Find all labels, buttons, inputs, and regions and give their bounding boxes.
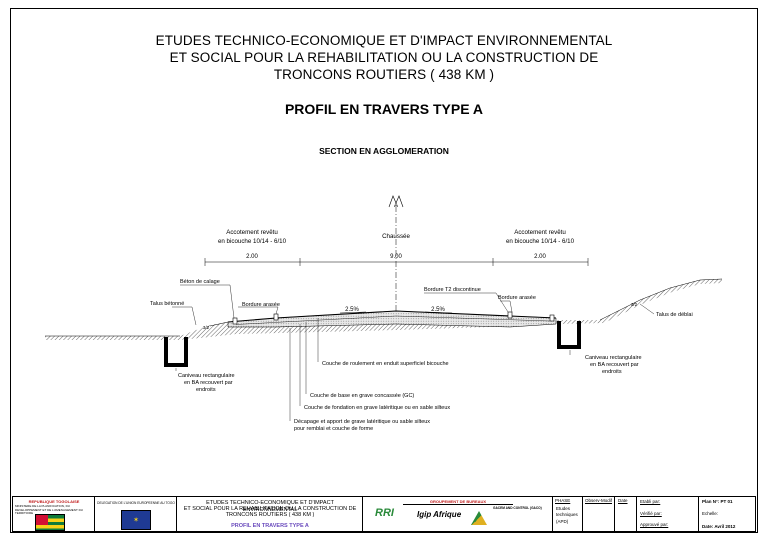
echelle-label: Echelle: bbox=[702, 511, 719, 516]
phase-line-2: techniques bbox=[556, 512, 578, 517]
cartouche-phase: PHASE Etudes techniques (APD) bbox=[553, 497, 583, 533]
republic-label: REPUBLIQUE TOGOLAISE bbox=[28, 499, 80, 504]
slope-left-label: 2.5% bbox=[345, 307, 359, 313]
left-ditch bbox=[164, 337, 188, 367]
cartouche-drawing-name: PROFIL EN TRAVERS TYPE A bbox=[231, 523, 309, 529]
sheet-frame bbox=[10, 8, 758, 533]
cartouche-togo: REPUBLIQUE TOGOLAISE MINISTERE DE LA PLA… bbox=[13, 497, 95, 533]
left-shoulder-label-1: Accotement revêtu bbox=[226, 229, 278, 236]
bordure-left-label: Bordure arasée bbox=[242, 302, 280, 308]
layer-roulement-label: Couche de roulement en enduit superficie… bbox=[322, 361, 449, 367]
beton-calage-label: Béton de calage bbox=[180, 279, 220, 285]
cartouche-plan: Plan N°: PT 01 Echelle: Date: Avril 2012 bbox=[699, 497, 755, 531]
right-shoulder-label-1: Accotement revêtu bbox=[514, 229, 566, 236]
phase-label: PHASE bbox=[555, 498, 571, 503]
plan-number: Plan N°: PT 01 bbox=[702, 499, 733, 504]
ditch-left-label-2: en BA recouvert par bbox=[184, 380, 233, 386]
title-line-1: ETUDES TECHNICO-ECONOMIQUE ET D'IMPACT E… bbox=[155, 33, 613, 48]
etabli-label: Etabli par: bbox=[640, 499, 661, 504]
title-line-3: TRONCONS ROUTIERS ( 438 KM ) bbox=[273, 67, 495, 82]
carriageway-width: 9.00 bbox=[390, 254, 402, 260]
cartouche-date-col: Date bbox=[615, 497, 637, 533]
ditch-left-label-3: endroits bbox=[196, 387, 216, 393]
right-shoulder-width: 2.00 bbox=[534, 254, 546, 260]
layer-decapage-label-1: Décapage et apport de grave latéritique … bbox=[294, 419, 430, 425]
talus-betonne-label: Talus bétonné bbox=[150, 301, 184, 307]
left-shoulder-width: 2.00 bbox=[246, 254, 258, 260]
cartouche-eu: DELEGATION DE L'UNION EUROPEENNE AU TOGO… bbox=[95, 497, 177, 533]
verifie-label: Vérifié par: bbox=[640, 511, 662, 516]
firm3-label: GACEM AND CONTROL (GACO) bbox=[493, 506, 542, 510]
title-line-2: ET SOCIAL POUR LA REHABILITATION OU LA C… bbox=[169, 50, 599, 65]
carriageway-label: Chaussée bbox=[382, 233, 410, 240]
right-shoulder-label-2: en bicouche 10/14 - 6/10 bbox=[506, 238, 575, 245]
eu-flag-icon: ✶ bbox=[121, 510, 151, 530]
phase-line-3: (APD) bbox=[556, 519, 569, 524]
bordure-t2-label: Bordure T2 discontinue bbox=[424, 287, 481, 293]
ministry-label: MINISTERE DE LA PLANIFICATION, DU DEVELO… bbox=[15, 504, 83, 515]
phase-line-1: Etudes bbox=[556, 506, 571, 511]
ditch-left-label-1: Caniveau rectangulaire bbox=[178, 373, 235, 379]
section-label: SECTION EN AGGLOMERATION bbox=[319, 146, 449, 156]
ditch-right-label-3: endroits bbox=[602, 369, 622, 375]
cartouche-observ: Observ-Modif bbox=[583, 497, 615, 533]
cartouche-signatures: Etabli par: Vérifié par: Approuvé par: bbox=[637, 497, 699, 533]
observ-label: Observ-Modif bbox=[585, 498, 613, 503]
approuve-label: Approuvé par: bbox=[640, 522, 669, 527]
pavement-structure: 2.5% 2.5% 3/2 3/2 bbox=[203, 302, 638, 330]
talus-deblai-label: Talus de déblai bbox=[656, 312, 693, 318]
bordure-right-label: Bordure arasée bbox=[498, 295, 536, 301]
cartouche-consultants: GROUPEMENT DE BUREAUX RRI Igip Afrique G… bbox=[363, 497, 553, 533]
left-shoulder-label-2: en bicouche 10/14 - 6/10 bbox=[218, 238, 287, 245]
layer-decapage-label-2: pour remblai et couche de forme bbox=[294, 426, 373, 432]
title-block: REPUBLIQUE TOGOLAISE MINISTERE DE LA PLA… bbox=[12, 496, 756, 533]
group-label: GROUPEMENT DE BUREAUX bbox=[403, 499, 513, 505]
cartouche-project: ETUDES TECHNICO-ECONOMIQUE ET D'IMPACT E… bbox=[177, 497, 363, 533]
dimension-line: 2.00 9.00 2.00 bbox=[204, 254, 589, 266]
right-ditch bbox=[557, 321, 581, 349]
layer-fondation-label: Couche de fondation en grave latéritique… bbox=[304, 405, 450, 411]
gaco-logo-icon bbox=[471, 511, 487, 525]
togo-flag-icon bbox=[35, 514, 65, 531]
right-slope-ratio: 3/2 bbox=[631, 302, 638, 307]
drawing-subtitle: PROFIL EN TRAVERS TYPE A bbox=[284, 101, 484, 117]
ground-profile bbox=[45, 278, 723, 340]
left-slope-ratio: 3/2 bbox=[203, 325, 210, 330]
slope-right-label: 2.5% bbox=[431, 307, 445, 313]
date-value: Date: Avril 2012 bbox=[702, 524, 736, 529]
ditch-right-label-1: Caniveau rectangulaire bbox=[585, 355, 642, 361]
igip-logo-icon: Igip Afrique bbox=[417, 510, 462, 519]
axis-label: A bbox=[394, 203, 398, 209]
project-line-1: ETUDES TECHNICO-ECONOMIQUE ET D'IMPACT E… bbox=[206, 500, 334, 513]
date-col-label: Date bbox=[618, 498, 628, 503]
project-line-3: TRONCONS ROUTIERS ( 438 KM ) bbox=[225, 512, 315, 518]
eu-label: DELEGATION DE L'UNION EUROPEENNE AU TOGO bbox=[97, 501, 175, 505]
layer-base-label: Couche de base en grave concassée (GC) bbox=[310, 393, 414, 399]
rri-logo-icon: RRI bbox=[375, 507, 394, 519]
leader-lines bbox=[172, 284, 655, 421]
project-line-2: ET SOCIAL POUR LA REHABILITATION OU LA C… bbox=[183, 506, 357, 512]
ditch-right-label-2: en BA recouvert par bbox=[590, 362, 639, 368]
